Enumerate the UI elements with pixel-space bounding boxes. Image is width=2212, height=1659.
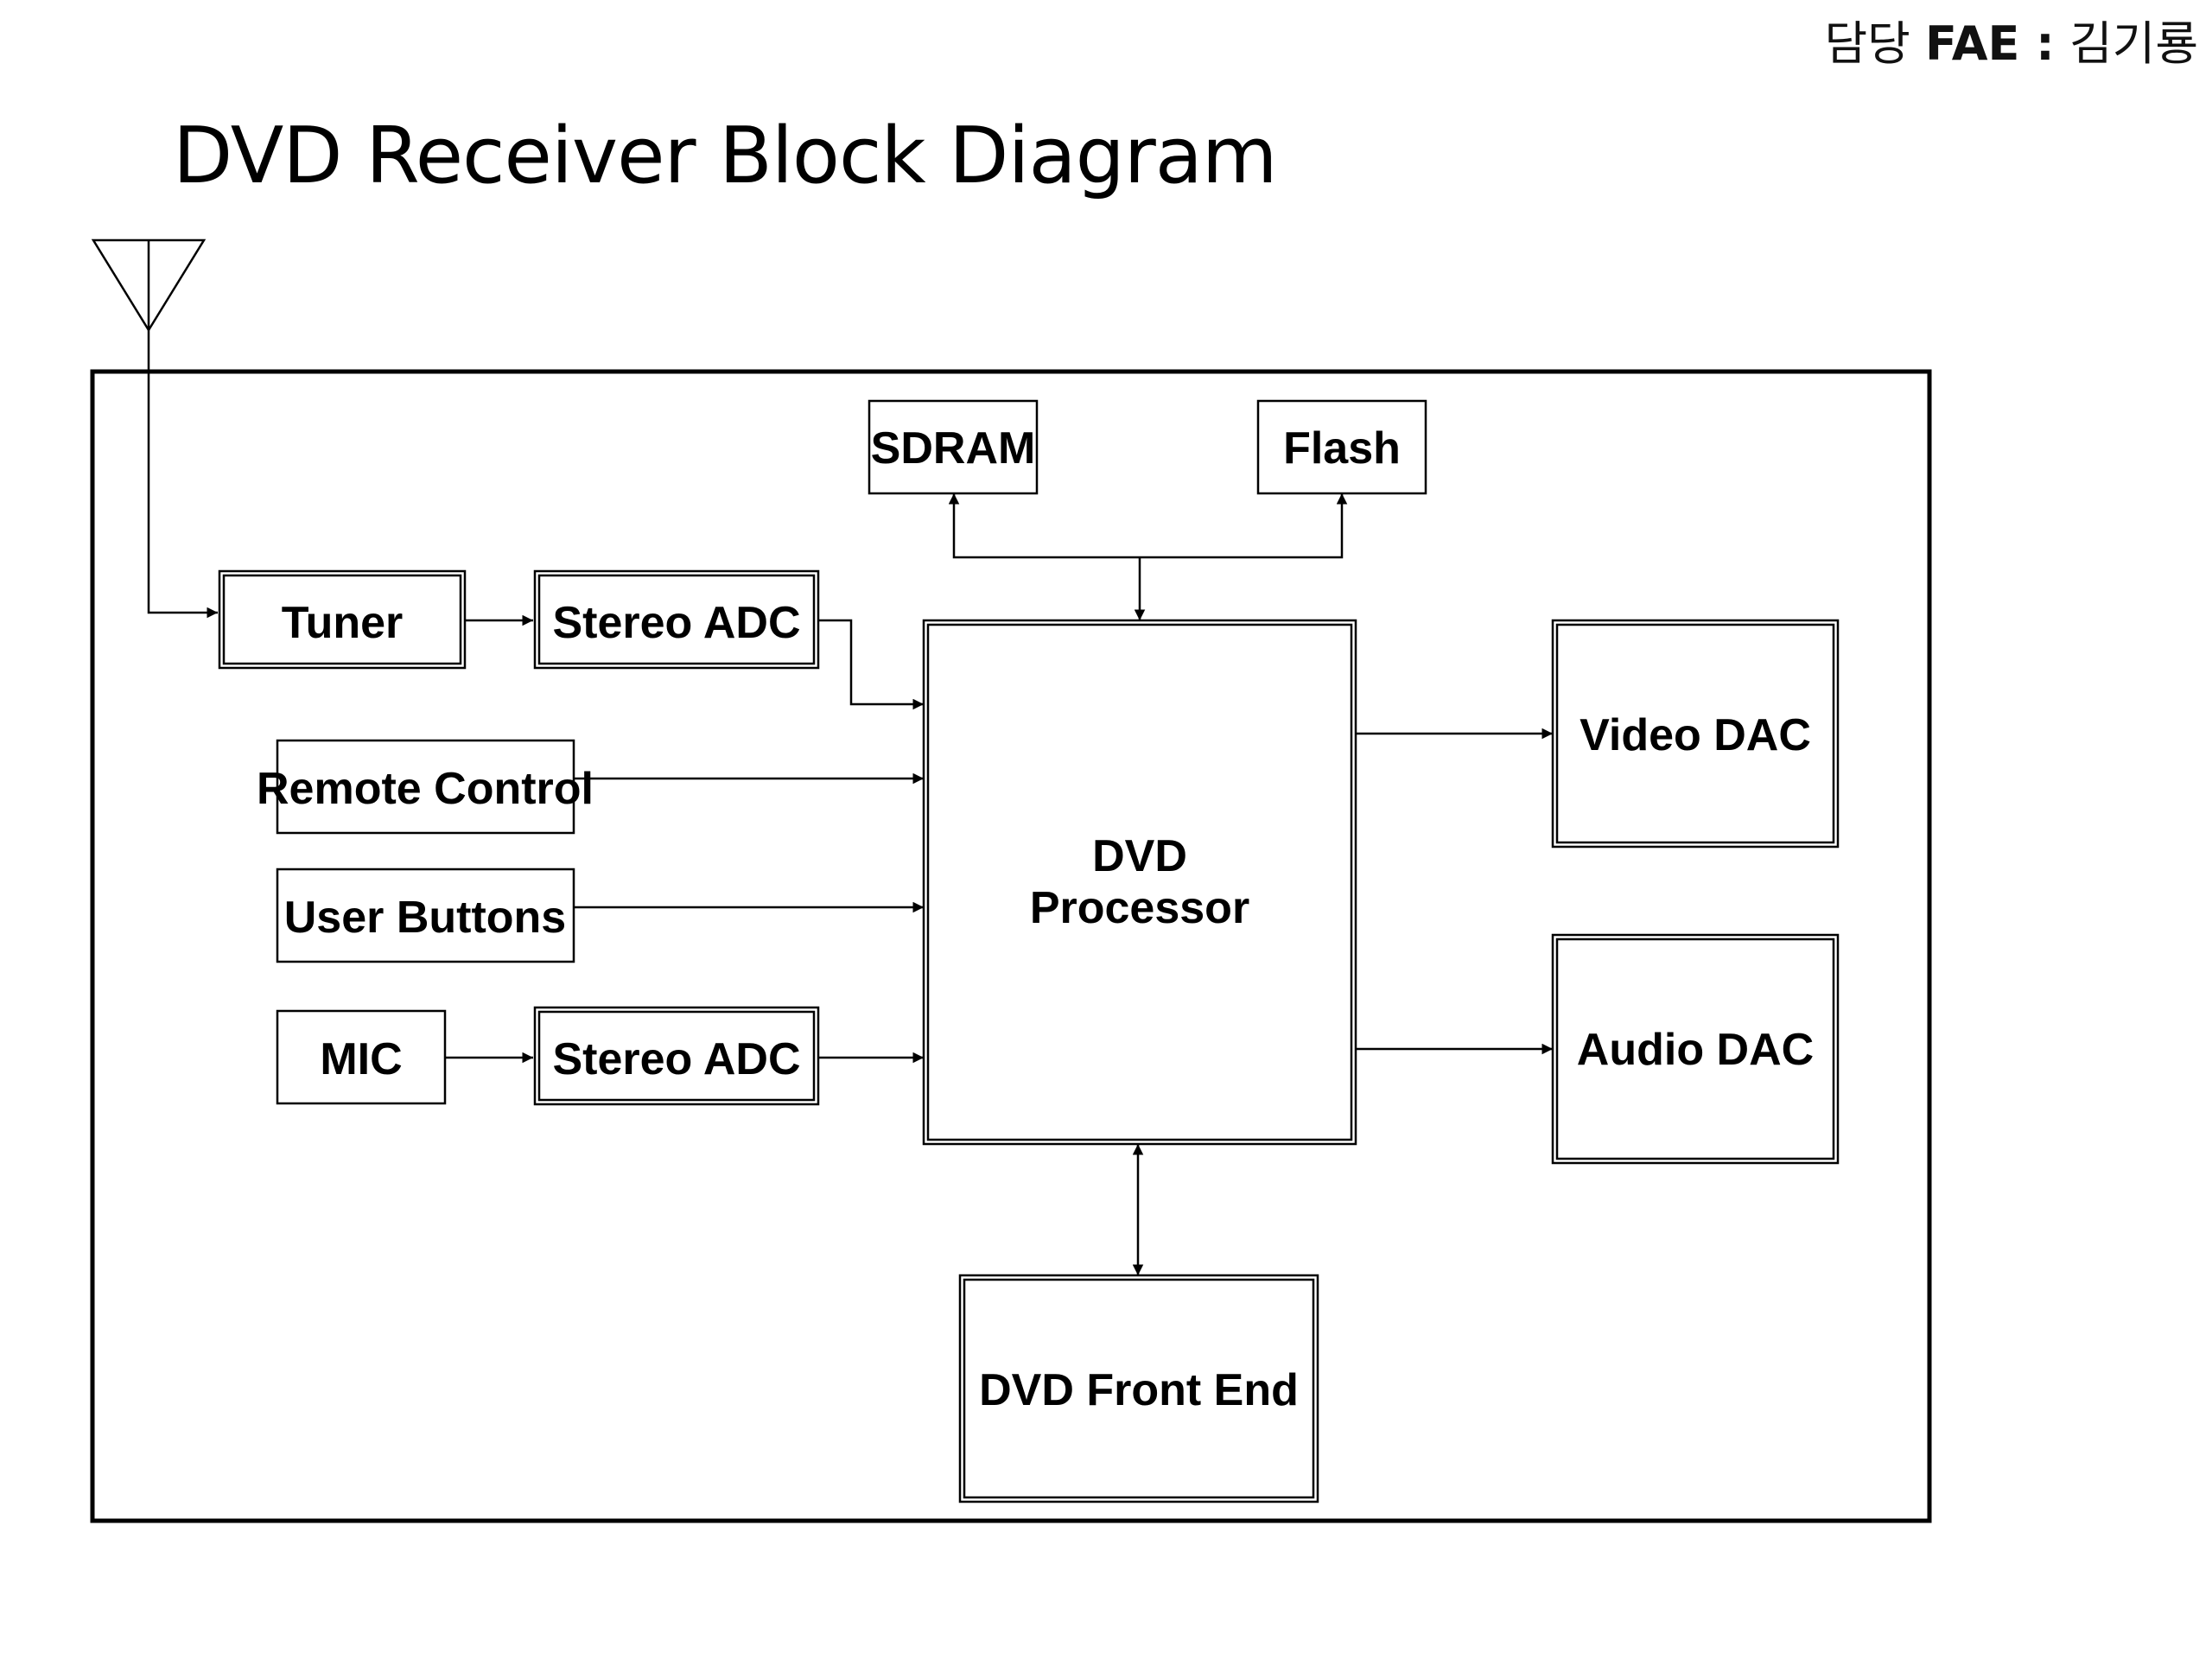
sdram-label: SDRAM: [871, 423, 1036, 474]
connector-bus-sdram: [948, 493, 1140, 559]
audio-dac-label: Audio DAC: [1577, 1025, 1814, 1075]
owner-label: 담당: [1824, 16, 1910, 71]
fae-owner-tag: 담당 FAE : 김기룡: [1824, 5, 2198, 73]
remote-control-label: Remote Control: [257, 764, 594, 814]
video-dac-block: Video DAC: [1551, 619, 1840, 849]
connector-adc-processor: [818, 619, 924, 710]
mic-label: MIC: [320, 1034, 402, 1084]
mic-block: MIC: [276, 1009, 447, 1105]
audio-dac-block: Audio DAC: [1551, 933, 1840, 1165]
tuner-block: Tuner: [218, 569, 467, 670]
dvd-front-end-label: DVD Front End: [979, 1365, 1299, 1415]
receiver-enclosure: [90, 369, 1932, 1523]
stereo-adc-bottom-block: Stereo ADC: [533, 1006, 820, 1106]
connector-antenna-tuner: [147, 330, 218, 619]
stereo-adc-top-label: Stereo ADC: [552, 598, 800, 648]
dvd-processor-block: DVD Processor: [922, 619, 1357, 1146]
stereo-adc-top-block: Stereo ADC: [533, 569, 820, 670]
dvd-processor-label-line2: Processor: [1030, 883, 1249, 933]
page-title: DVD Receiver Block Diagram: [173, 111, 1278, 201]
fae-label: FAE :: [1925, 16, 2055, 71]
user-buttons-block: User Buttons: [276, 868, 575, 963]
stereo-adc-bottom-label: Stereo ADC: [552, 1034, 800, 1084]
tuner-label: Tuner: [282, 598, 404, 648]
video-dac-label: Video DAC: [1580, 710, 1811, 760]
flash-block: Flash: [1256, 399, 1427, 495]
remote-control-block: Remote Control: [257, 739, 594, 835]
connector-bus-flash: [1140, 493, 1348, 559]
connectors: [147, 330, 1553, 1275]
dvd-front-end-block: DVD Front End: [958, 1274, 1319, 1503]
flash-label: Flash: [1283, 423, 1401, 474]
sdram-block: SDRAM: [868, 399, 1039, 495]
dvd-processor-label-line1: DVD: [1092, 831, 1187, 881]
antenna-icon: [91, 238, 207, 333]
owner-name: 김기룡: [2069, 16, 2198, 71]
user-buttons-label: User Buttons: [284, 893, 566, 943]
